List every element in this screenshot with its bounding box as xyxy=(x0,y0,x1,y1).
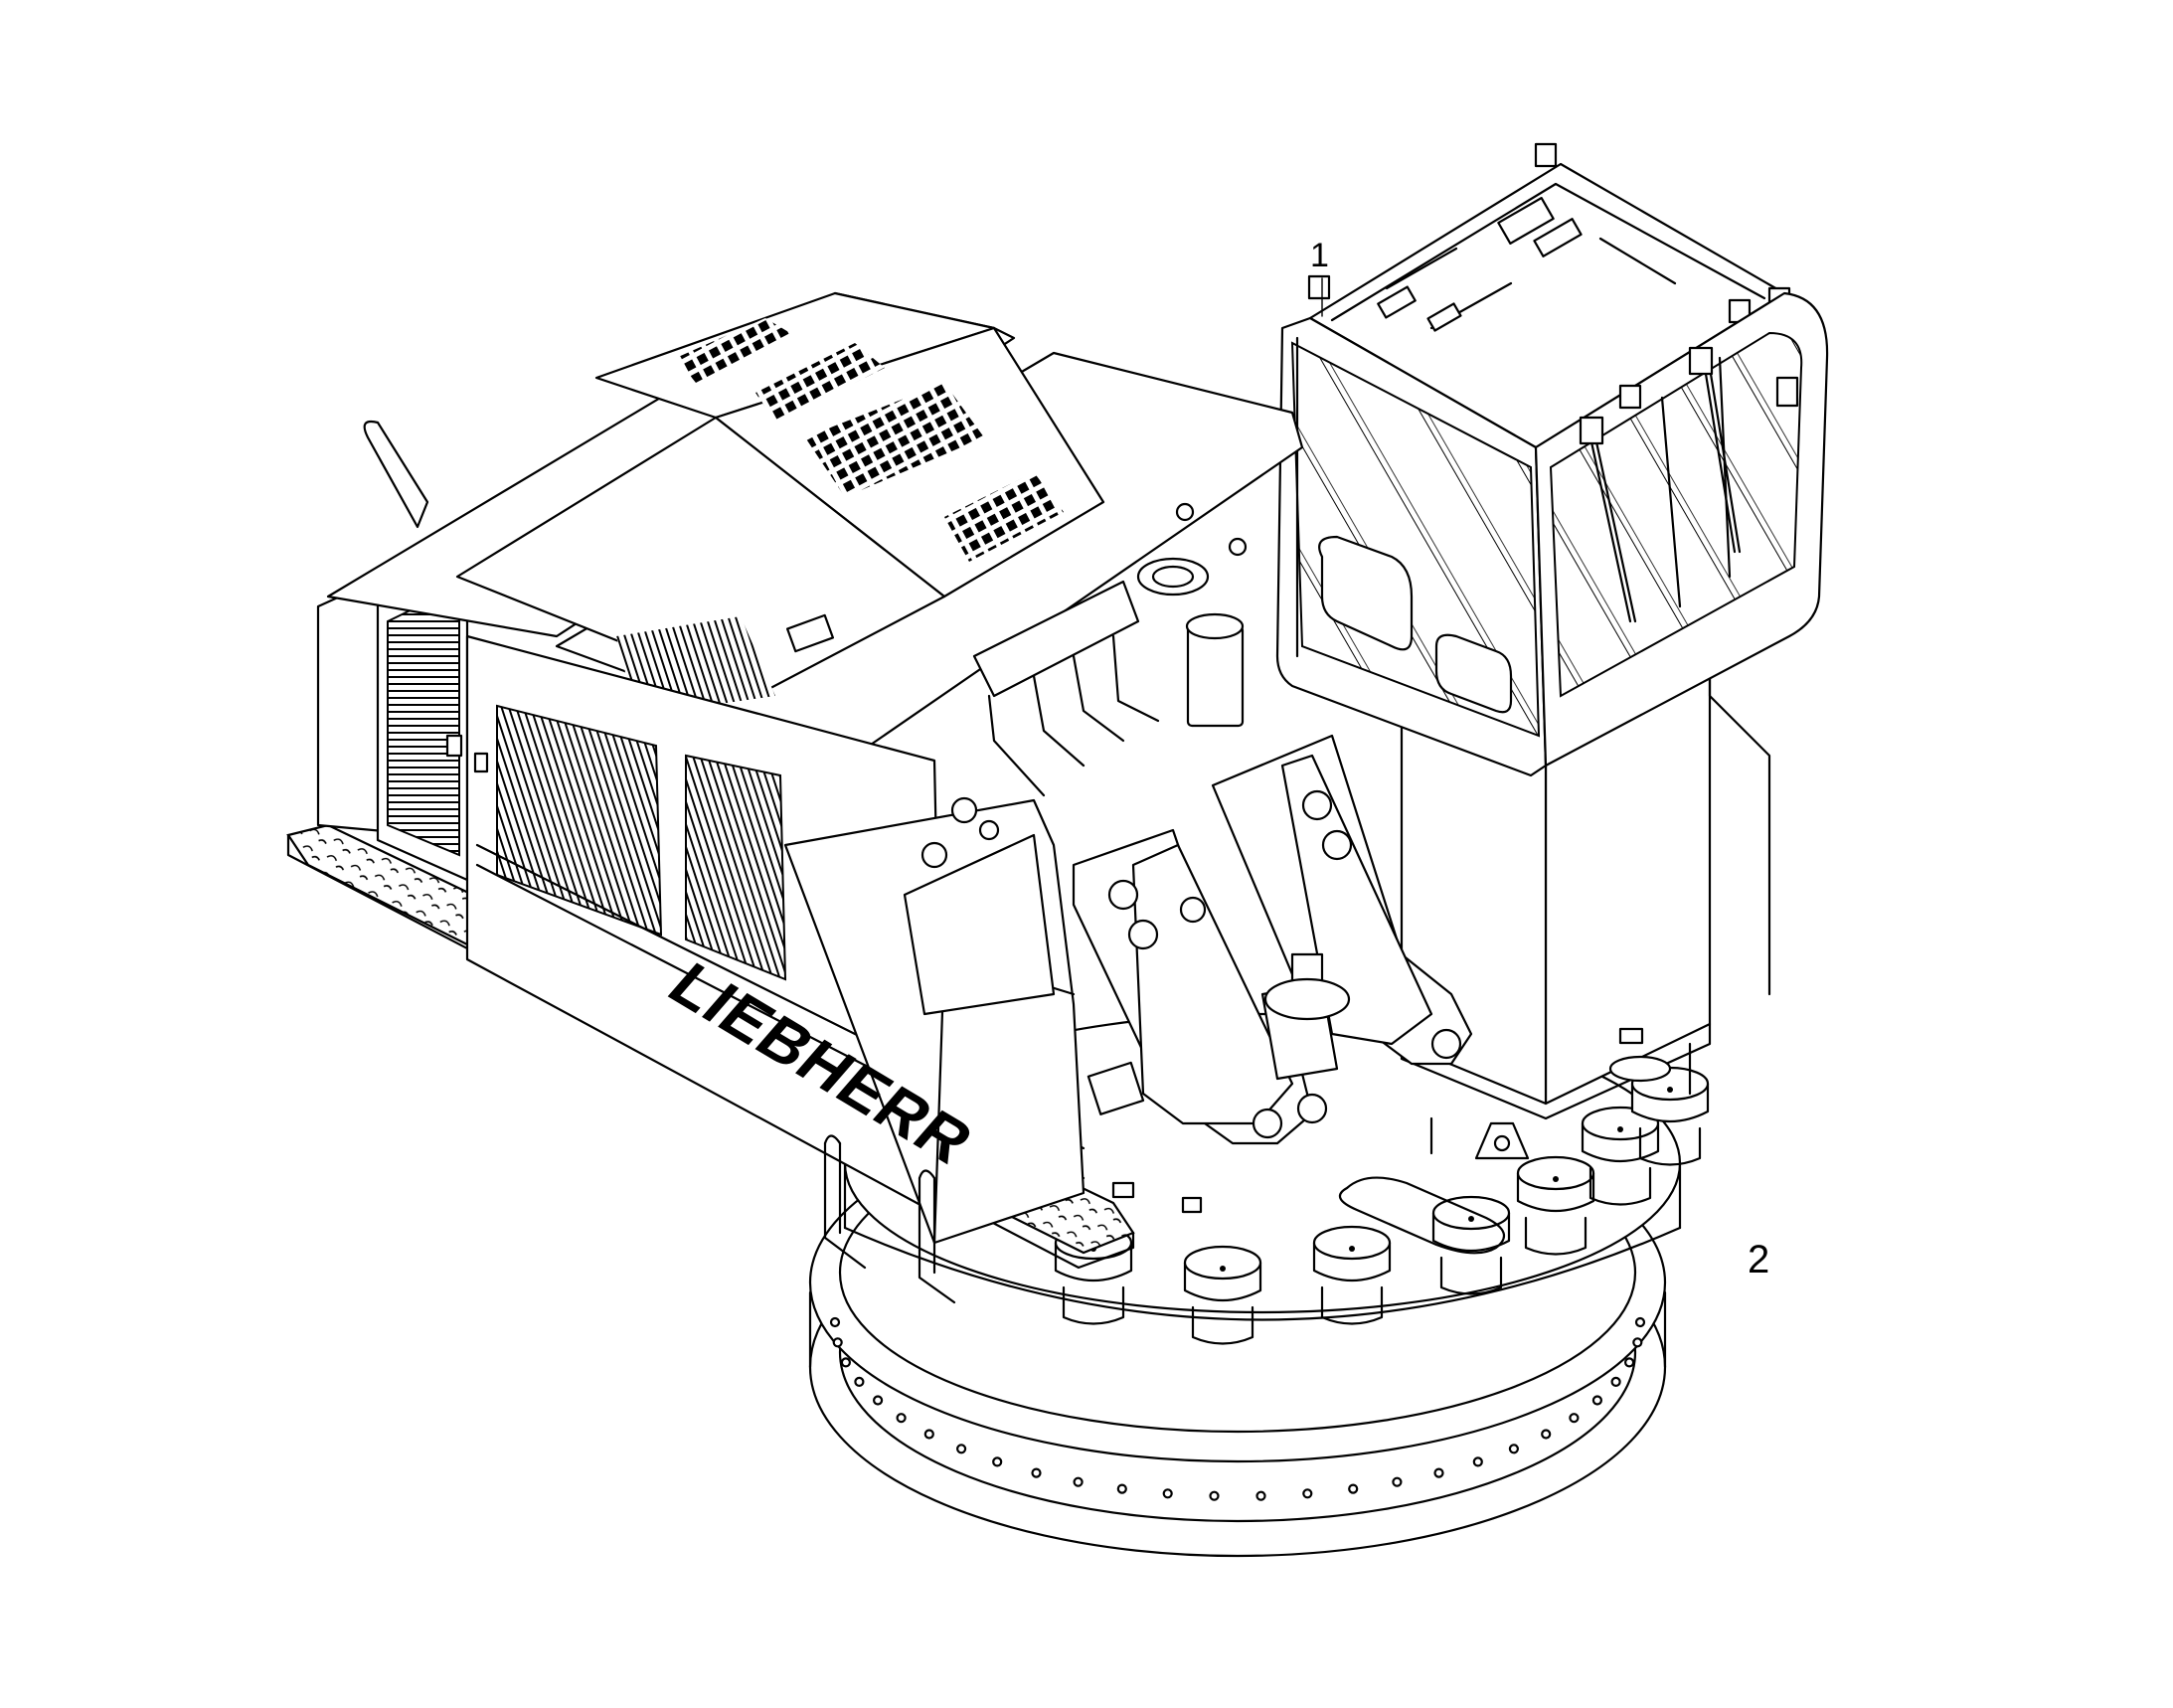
operator-cab xyxy=(1275,142,1829,777)
callout-label-1: 1 xyxy=(1310,237,1329,274)
callout-label-2: 2 xyxy=(1748,1238,1770,1281)
bolt-hole xyxy=(832,1337,843,1348)
bolt-hole xyxy=(1610,1376,1621,1388)
bolt-hole xyxy=(1302,1488,1313,1499)
bolt-hole xyxy=(1392,1476,1403,1487)
bolt-hole xyxy=(1348,1483,1359,1494)
bolt-hole xyxy=(1433,1467,1444,1478)
bolt-hole xyxy=(896,1413,907,1424)
bolt-hole xyxy=(1031,1467,1042,1478)
bolt-hole xyxy=(1116,1483,1127,1494)
bolt-cap xyxy=(1183,1245,1262,1345)
bolt-hole xyxy=(1162,1488,1173,1499)
bolt-hole xyxy=(1591,1395,1603,1406)
bolt-hole xyxy=(1632,1337,1643,1348)
bolt-hole xyxy=(1634,1316,1646,1328)
bolt-cap xyxy=(1516,1155,1595,1256)
bolt-hole xyxy=(955,1444,967,1454)
bolt-hole xyxy=(1569,1413,1580,1424)
bolt-hole xyxy=(1541,1429,1552,1440)
bolt-hole xyxy=(923,1429,934,1440)
bolt-hole xyxy=(1073,1476,1084,1487)
bolt-hole xyxy=(840,1357,852,1368)
bolt-hole xyxy=(1209,1490,1220,1501)
bolt-hole xyxy=(1623,1357,1635,1368)
bolt-hole xyxy=(829,1316,841,1328)
bolt-hole xyxy=(992,1456,1003,1467)
bolt-cap xyxy=(1312,1225,1392,1325)
access-ladder xyxy=(823,1134,956,1304)
ring-bolt-caps xyxy=(1054,1066,1710,1345)
bolt-hole xyxy=(1508,1444,1520,1454)
bolt-hole xyxy=(872,1395,884,1406)
control-valve-block xyxy=(972,580,1160,797)
bolt-hole xyxy=(1255,1490,1266,1501)
engine-housing: LIEBHERR xyxy=(286,291,1304,1270)
bolt-hole xyxy=(1472,1456,1483,1467)
bolt-hole xyxy=(854,1376,865,1388)
boom-foot-brackets xyxy=(1072,734,1473,1145)
ring-bolt-holes xyxy=(829,1316,1646,1501)
